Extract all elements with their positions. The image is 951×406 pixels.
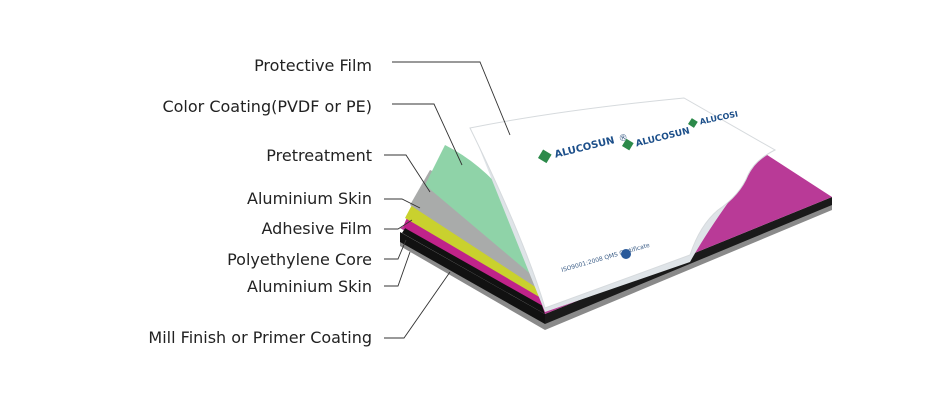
layer-pretreatment (410, 170, 540, 290)
leader-color-coating (392, 103, 463, 166)
protective-film-surface (469, 97, 777, 309)
label-aluminium-skin-top: Aluminium Skin (247, 189, 372, 208)
label-mill-finish: Mill Finish or Primer Coating (148, 328, 372, 347)
leader-aluminium-skin-bottom (384, 251, 411, 287)
label-pretreatment: Pretreatment (266, 146, 372, 165)
protective-film-sheet: ALUCOSUN ® ALUCOSUN ALUCOSI ISO9001:2008… (469, 97, 777, 312)
film-registered-mark: ® (618, 133, 629, 145)
leader-lines (384, 61, 511, 339)
layer-labels: Protective Film Color Coating(PVDF or PE… (148, 56, 372, 347)
label-aluminium-skin-bottom: Aluminium Skin (247, 277, 372, 296)
panel-front-edge (400, 232, 545, 324)
alucosun-logo-icon (688, 118, 698, 128)
alucosun-logo-icon (538, 149, 552, 164)
leader-protective-film (392, 61, 511, 136)
label-adhesive-film: Adhesive Film (262, 219, 373, 238)
label-color-coating: Color Coating(PVDF or PE) (162, 97, 372, 116)
leader-aluminium-skin-top (384, 198, 421, 209)
alucosun-logo-icon (622, 138, 634, 151)
certificate-seal-icon (621, 249, 631, 259)
label-protective-film: Protective Film (254, 56, 372, 75)
label-polyethylene-core: Polyethylene Core (227, 250, 372, 269)
layer-color-coating (425, 145, 545, 282)
leader-mill-finish (384, 271, 451, 339)
layer-fan (402, 145, 545, 314)
leader-adhesive-film (384, 219, 413, 230)
leader-polyethylene-core (384, 239, 407, 260)
leader-pretreatment (384, 154, 431, 193)
